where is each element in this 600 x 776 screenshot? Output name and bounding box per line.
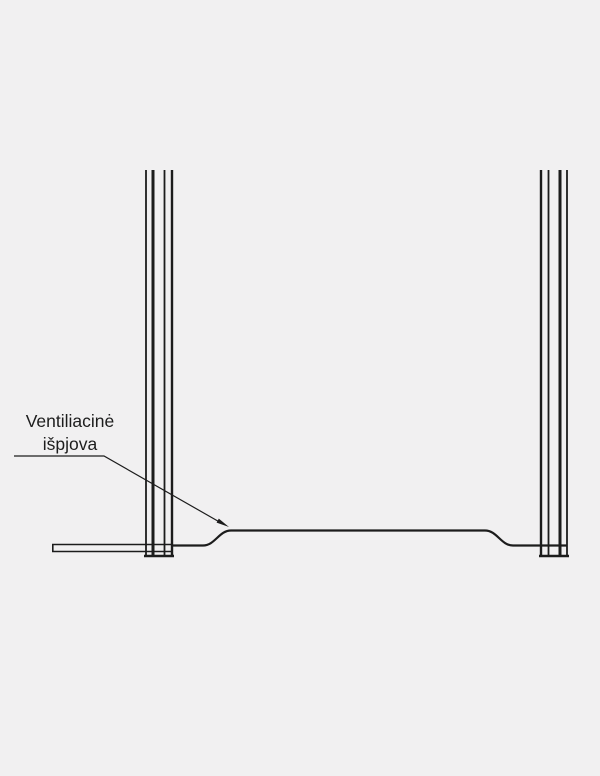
annotation-label-line1: Ventiliacinė xyxy=(26,411,115,431)
annotation-label: Ventiliacinė išpjova xyxy=(26,411,115,454)
right-frame-profile xyxy=(539,170,569,558)
ventilation-cutout-profile xyxy=(172,529,567,547)
left-frame-profile xyxy=(144,170,174,558)
annotation-label-line2: išpjova xyxy=(43,434,98,454)
leader-arrowhead xyxy=(216,518,229,527)
leader-line xyxy=(14,455,224,525)
annotation-leader xyxy=(14,455,229,527)
sill-bar xyxy=(51,543,172,553)
